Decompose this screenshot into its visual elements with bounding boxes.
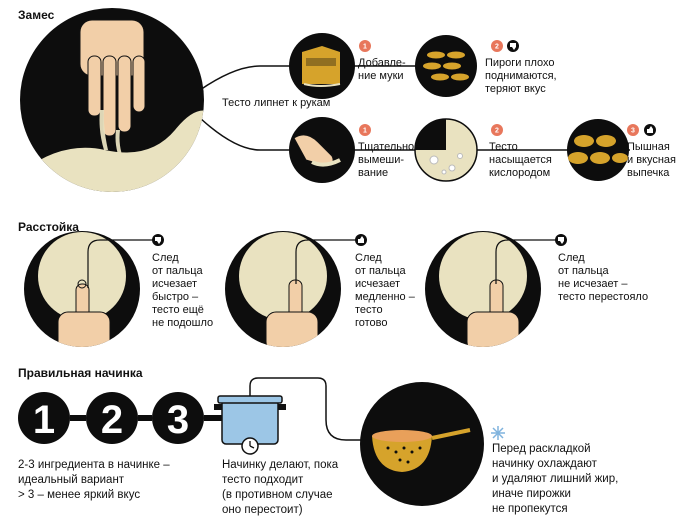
section-title-rasstoyka: Расстойка: [18, 220, 79, 234]
badge-bottom-1: 1: [363, 128, 367, 135]
kneading-text: Тщательное вымеши- вание: [358, 141, 421, 179]
timer-icon: [241, 437, 259, 455]
rise-circle-2: [225, 231, 341, 347]
step-badges: 1 2 1 2 3: [359, 40, 639, 136]
strainer-text: Перед раскладкой начинку охлаждают и уда…: [492, 443, 619, 515]
rise-circle-1: [24, 231, 140, 347]
badge-bottom-2: 2: [495, 128, 499, 135]
rise-verdict-icons: [152, 234, 567, 246]
rise-text-3: След от пальца не исчезает – тесто перес…: [558, 252, 649, 303]
number-1: 1: [33, 398, 55, 442]
badge-top-2: 2: [495, 44, 499, 51]
badge-bottom-3: 3: [631, 128, 635, 135]
pot-text: Начинку делают, пока тесто подходит (в п…: [222, 459, 339, 516]
badge-top-1: 1: [363, 44, 367, 51]
sticky-hand-circle: [20, 8, 204, 192]
pot-icon: [214, 395, 286, 445]
kneading-hands-icon: [293, 134, 341, 167]
rise-circle-3: [425, 231, 541, 347]
number-3: 3: [167, 398, 189, 442]
fluffy-pies-icon: [568, 135, 628, 164]
number-2: 2: [101, 398, 123, 442]
oxygen-text: Тесто насыщается кислородом: [489, 141, 552, 179]
thumbs-up-icon: [644, 124, 656, 136]
snowflake-icon: [491, 426, 505, 440]
bad-pies-text: Пироги плохо поднимаются, теряют вкус: [485, 57, 557, 95]
good-pies-text: Пышная и вкусная выпечка: [627, 141, 677, 179]
fluffy-pies-circle: [567, 119, 629, 181]
flat-pies-icon: [423, 51, 469, 81]
filling-connector: [249, 377, 372, 441]
section-title-zames: Замес: [18, 8, 55, 22]
sticky-dough-label: Тесто липнет к рукам: [222, 97, 331, 109]
ingredients-text: 2-3 ингредиента в начинке – идеальный ва…: [18, 459, 170, 501]
add-flour-text: Добавле- ние муки: [358, 57, 406, 82]
flour-bag-icon: [302, 46, 341, 87]
number-circles: 1 2 3: [18, 392, 222, 444]
thumbs-down-icon: [507, 40, 519, 52]
rise-text-1: След от пальца исчезает быстро – тесто е…: [152, 252, 214, 329]
rise-connectors: [87, 239, 555, 288]
section-title-nachinka: Правильная начинка: [18, 366, 143, 380]
strainer-icon: [372, 428, 471, 472]
rise-text-2: След от пальца исчезает медленно – тесто…: [355, 252, 415, 329]
oxygen-bubbles-icon: [415, 119, 463, 175]
